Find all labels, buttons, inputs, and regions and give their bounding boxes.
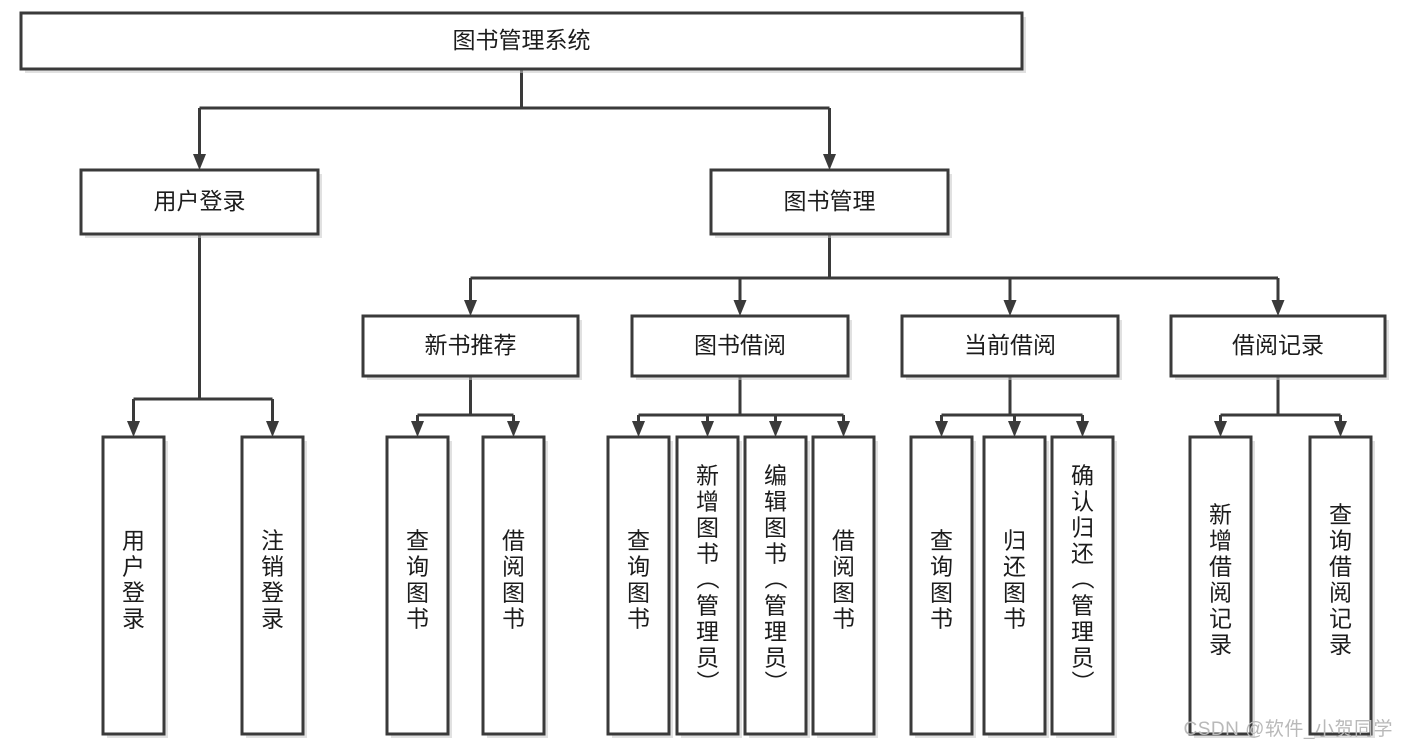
node-rect	[630, 314, 850, 378]
node-label: 当前借阅	[964, 332, 1056, 358]
node-rect	[481, 435, 546, 736]
node-rect	[1308, 435, 1373, 736]
node-user-login[interactable]: 用户登录	[79, 168, 322, 238]
node-rect	[606, 435, 671, 736]
node-label: 图书管理	[784, 188, 876, 214]
node-leaf-query-book-1[interactable]: 查询图书	[385, 435, 452, 738]
node-new-book-rec[interactable]: 新书推荐	[361, 314, 582, 380]
node-rect	[743, 435, 808, 736]
node-label: 查询图书	[930, 528, 953, 632]
node-leaf-query-book-2[interactable]: 查询图书	[606, 435, 673, 738]
csdn-watermark: CSDN @软件_小贺同学	[1183, 719, 1393, 740]
node-label: 借阅记录	[1232, 332, 1324, 358]
node-rect	[79, 168, 320, 236]
node-label: 图书管理系统	[453, 27, 591, 53]
node-rect	[900, 314, 1120, 378]
node-label: 新增图书（管理员）	[696, 463, 720, 697]
node-label: 新书推荐	[425, 332, 517, 358]
node-rect	[982, 435, 1047, 736]
node-rect	[909, 435, 974, 736]
node-rect	[1188, 435, 1253, 736]
node-label: 归还图书	[1003, 528, 1026, 632]
node-book-manage[interactable]: 图书管理	[709, 168, 952, 238]
node-rect	[361, 314, 580, 378]
node-label: 借阅图书	[502, 528, 525, 632]
node-current-borrow[interactable]: 当前借阅	[900, 314, 1122, 380]
edge-group-root	[193, 69, 836, 170]
node-leaf-logout[interactable]: 注销登录	[240, 435, 307, 738]
node-leaf-return-book[interactable]: 归还图书	[982, 435, 1049, 738]
node-label: 用户登录	[154, 188, 246, 214]
node-rect	[709, 168, 950, 236]
node-label: 新增借阅记录	[1209, 502, 1232, 658]
node-leaf-add-book[interactable]: 新增图书（管理员）	[675, 435, 742, 738]
node-label: 查询图书	[627, 528, 650, 632]
nodes-layer: 图书管理系统用户登录图书管理新书推荐图书借阅当前借阅借阅记录用户登录注销登录查询…	[19, 11, 1389, 738]
edge-group-borrow-record	[1214, 376, 1347, 437]
node-label: 编辑图书（管理员）	[764, 463, 788, 697]
node-rect	[240, 435, 305, 736]
node-label: 注销登录	[261, 528, 284, 632]
node-leaf-add-record[interactable]: 新增借阅记录	[1188, 435, 1255, 738]
node-label: 查询借阅记录	[1329, 502, 1352, 658]
node-leaf-borrow-book-1[interactable]: 借阅图书	[481, 435, 548, 738]
node-leaf-query-book-3[interactable]: 查询图书	[909, 435, 976, 738]
node-rect	[385, 435, 450, 736]
node-label: 借阅图书	[832, 528, 855, 632]
edge-group-current-borrow	[935, 376, 1089, 437]
node-leaf-user-login[interactable]: 用户登录	[101, 435, 168, 738]
edge-group-user-login	[127, 234, 279, 437]
node-root[interactable]: 图书管理系统	[19, 11, 1026, 73]
node-book-borrow[interactable]: 图书借阅	[630, 314, 852, 380]
edge-group-book-borrow	[632, 376, 850, 437]
node-leaf-edit-book[interactable]: 编辑图书（管理员）	[743, 435, 810, 738]
edges-layer	[127, 69, 1347, 437]
node-rect	[101, 435, 166, 736]
node-label: 图书借阅	[694, 332, 786, 358]
node-leaf-confirm-return[interactable]: 确认归还（管理员）	[1050, 435, 1117, 738]
node-rect	[675, 435, 740, 736]
node-rect	[811, 435, 876, 736]
node-borrow-record[interactable]: 借阅记录	[1169, 314, 1389, 380]
edge-group-book-manage	[464, 234, 1285, 316]
node-label: 用户登录	[122, 528, 145, 632]
edge-group-new-book-rec	[411, 376, 520, 437]
node-rect	[1169, 314, 1387, 378]
node-leaf-borrow-book-2[interactable]: 借阅图书	[811, 435, 878, 738]
node-rect	[1050, 435, 1115, 736]
node-rect	[19, 11, 1024, 71]
node-label: 确认归还（管理员）	[1071, 463, 1095, 697]
node-leaf-query-record[interactable]: 查询借阅记录	[1308, 435, 1375, 738]
node-label: 查询图书	[406, 528, 429, 632]
